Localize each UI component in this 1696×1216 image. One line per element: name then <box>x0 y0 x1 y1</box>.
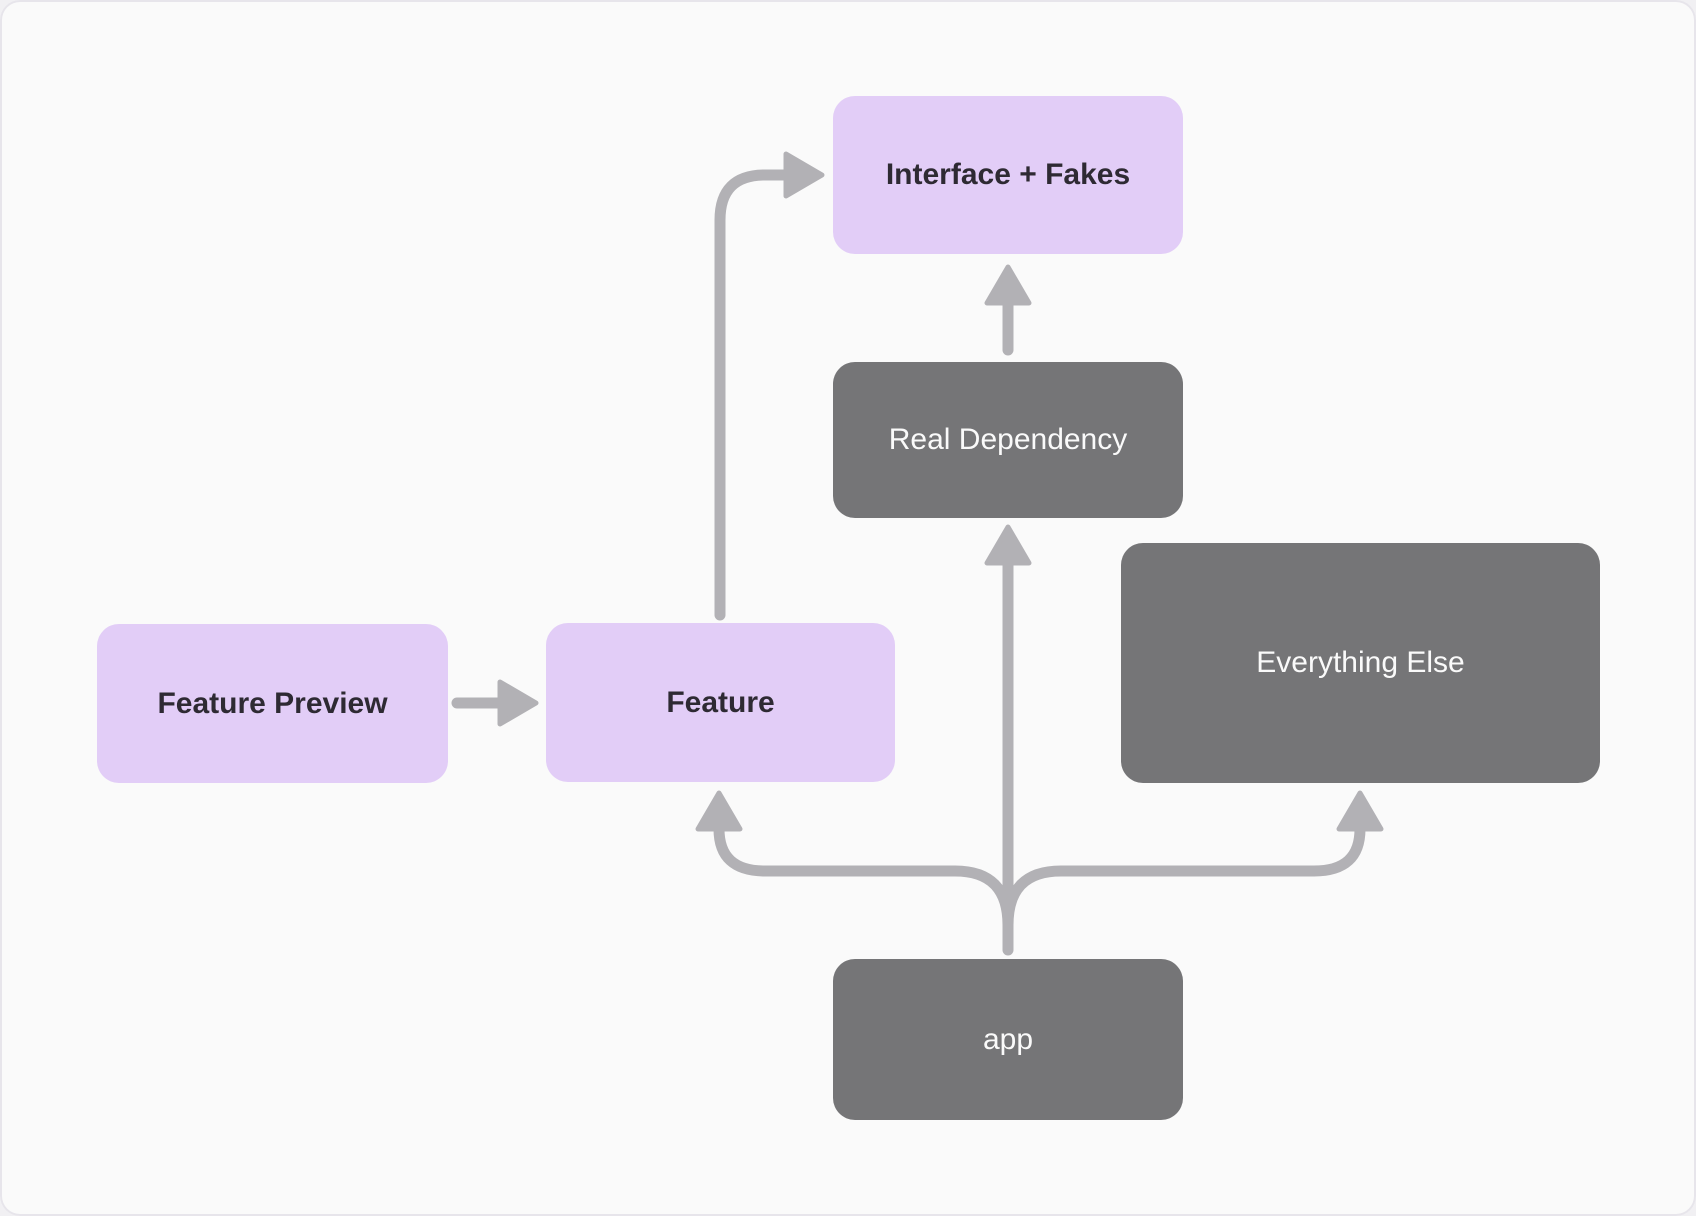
node-feature-label: Feature <box>666 685 775 719</box>
node-feature-preview: Feature Preview <box>97 624 448 783</box>
edge-app-to-everything-else <box>1002 823 1366 931</box>
node-interface-fakes-label: Interface + Fakes <box>885 158 1131 191</box>
node-real-dependency: Real Dependency <box>833 362 1183 518</box>
node-app: app <box>833 959 1183 1120</box>
node-app-label: app <box>982 1022 1034 1056</box>
edge-feature-to-interface-fakes <box>714 169 792 621</box>
node-interface-fakes: Interface + Fakes <box>833 96 1183 254</box>
arrowhead-into-feature-bottom <box>695 790 743 832</box>
edge-app-to-feature <box>713 823 1014 931</box>
node-feature-preview-label: Feature Preview <box>157 686 388 720</box>
arrowhead-into-interface-fakes-bottom <box>984 264 1032 306</box>
arrowhead-into-everything-else-bottom <box>1336 790 1384 832</box>
node-everything-else-label: Everything Else <box>1256 646 1465 679</box>
node-everything-else: Everything Else <box>1121 543 1600 783</box>
arrowhead-into-interface-fakes-left <box>783 151 825 199</box>
arrowhead-into-real-dependency-bottom <box>984 524 1032 566</box>
arrowhead-into-feature-left <box>497 679 539 727</box>
node-real-dependency-label: Real Dependency <box>888 423 1128 456</box>
node-feature: Feature <box>546 623 895 782</box>
